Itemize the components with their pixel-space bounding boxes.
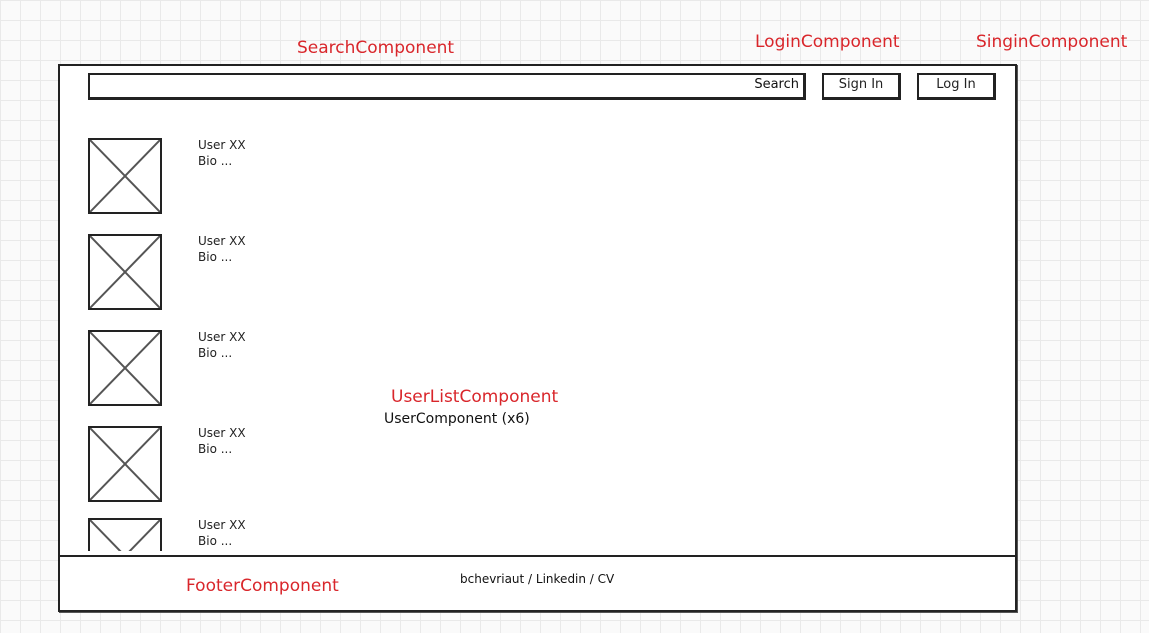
user-name: User XX — [198, 234, 246, 248]
user-item[interactable]: User XX Bio ... — [88, 330, 388, 410]
log-in-button[interactable]: Log In — [917, 73, 996, 100]
user-item[interactable]: User XX Bio ... — [88, 234, 388, 314]
user-name: User XX — [198, 330, 246, 344]
user-list: User XX Bio ... User XX Bio ... User XX … — [60, 136, 1015, 551]
sign-in-button[interactable]: Sign In — [822, 73, 901, 100]
user-item[interactable]: User XX Bio ... — [88, 138, 388, 218]
userlist-component-annotation: UserListComponent — [391, 387, 559, 407]
user-name: User XX — [198, 518, 246, 532]
search-button[interactable]: Search — [754, 77, 799, 92]
avatar-placeholder-icon — [88, 518, 162, 551]
avatar-placeholder-icon — [88, 330, 162, 406]
user-component-note: UserComponent (x6) — [384, 411, 530, 427]
signin-component-annotation: SinginComponent — [976, 32, 1128, 52]
app-frame: Search Sign In Log In User XX Bio ... Us… — [58, 64, 1017, 612]
user-item[interactable]: User XX Bio ... — [88, 518, 388, 551]
user-bio: Bio ... — [198, 442, 233, 456]
user-bio: Bio ... — [198, 346, 233, 360]
search-component-annotation: SearchComponent — [297, 38, 455, 58]
user-bio: Bio ... — [198, 534, 233, 548]
avatar-placeholder-icon — [88, 426, 162, 502]
user-bio: Bio ... — [198, 250, 233, 264]
footer-component-annotation: FooterComponent — [186, 576, 339, 596]
avatar-placeholder-icon — [88, 234, 162, 310]
user-bio: Bio ... — [198, 154, 233, 168]
avatar-placeholder-icon — [88, 138, 162, 214]
user-item[interactable]: User XX Bio ... — [88, 426, 388, 506]
login-component-annotation: LoginComponent — [755, 32, 900, 52]
user-name: User XX — [198, 426, 246, 440]
footer: FooterComponent bchevriaut / Linkedin / … — [60, 555, 1015, 610]
search-input[interactable]: Search — [88, 73, 806, 100]
footer-links[interactable]: bchevriaut / Linkedin / CV — [460, 572, 615, 586]
user-name: User XX — [198, 138, 246, 152]
